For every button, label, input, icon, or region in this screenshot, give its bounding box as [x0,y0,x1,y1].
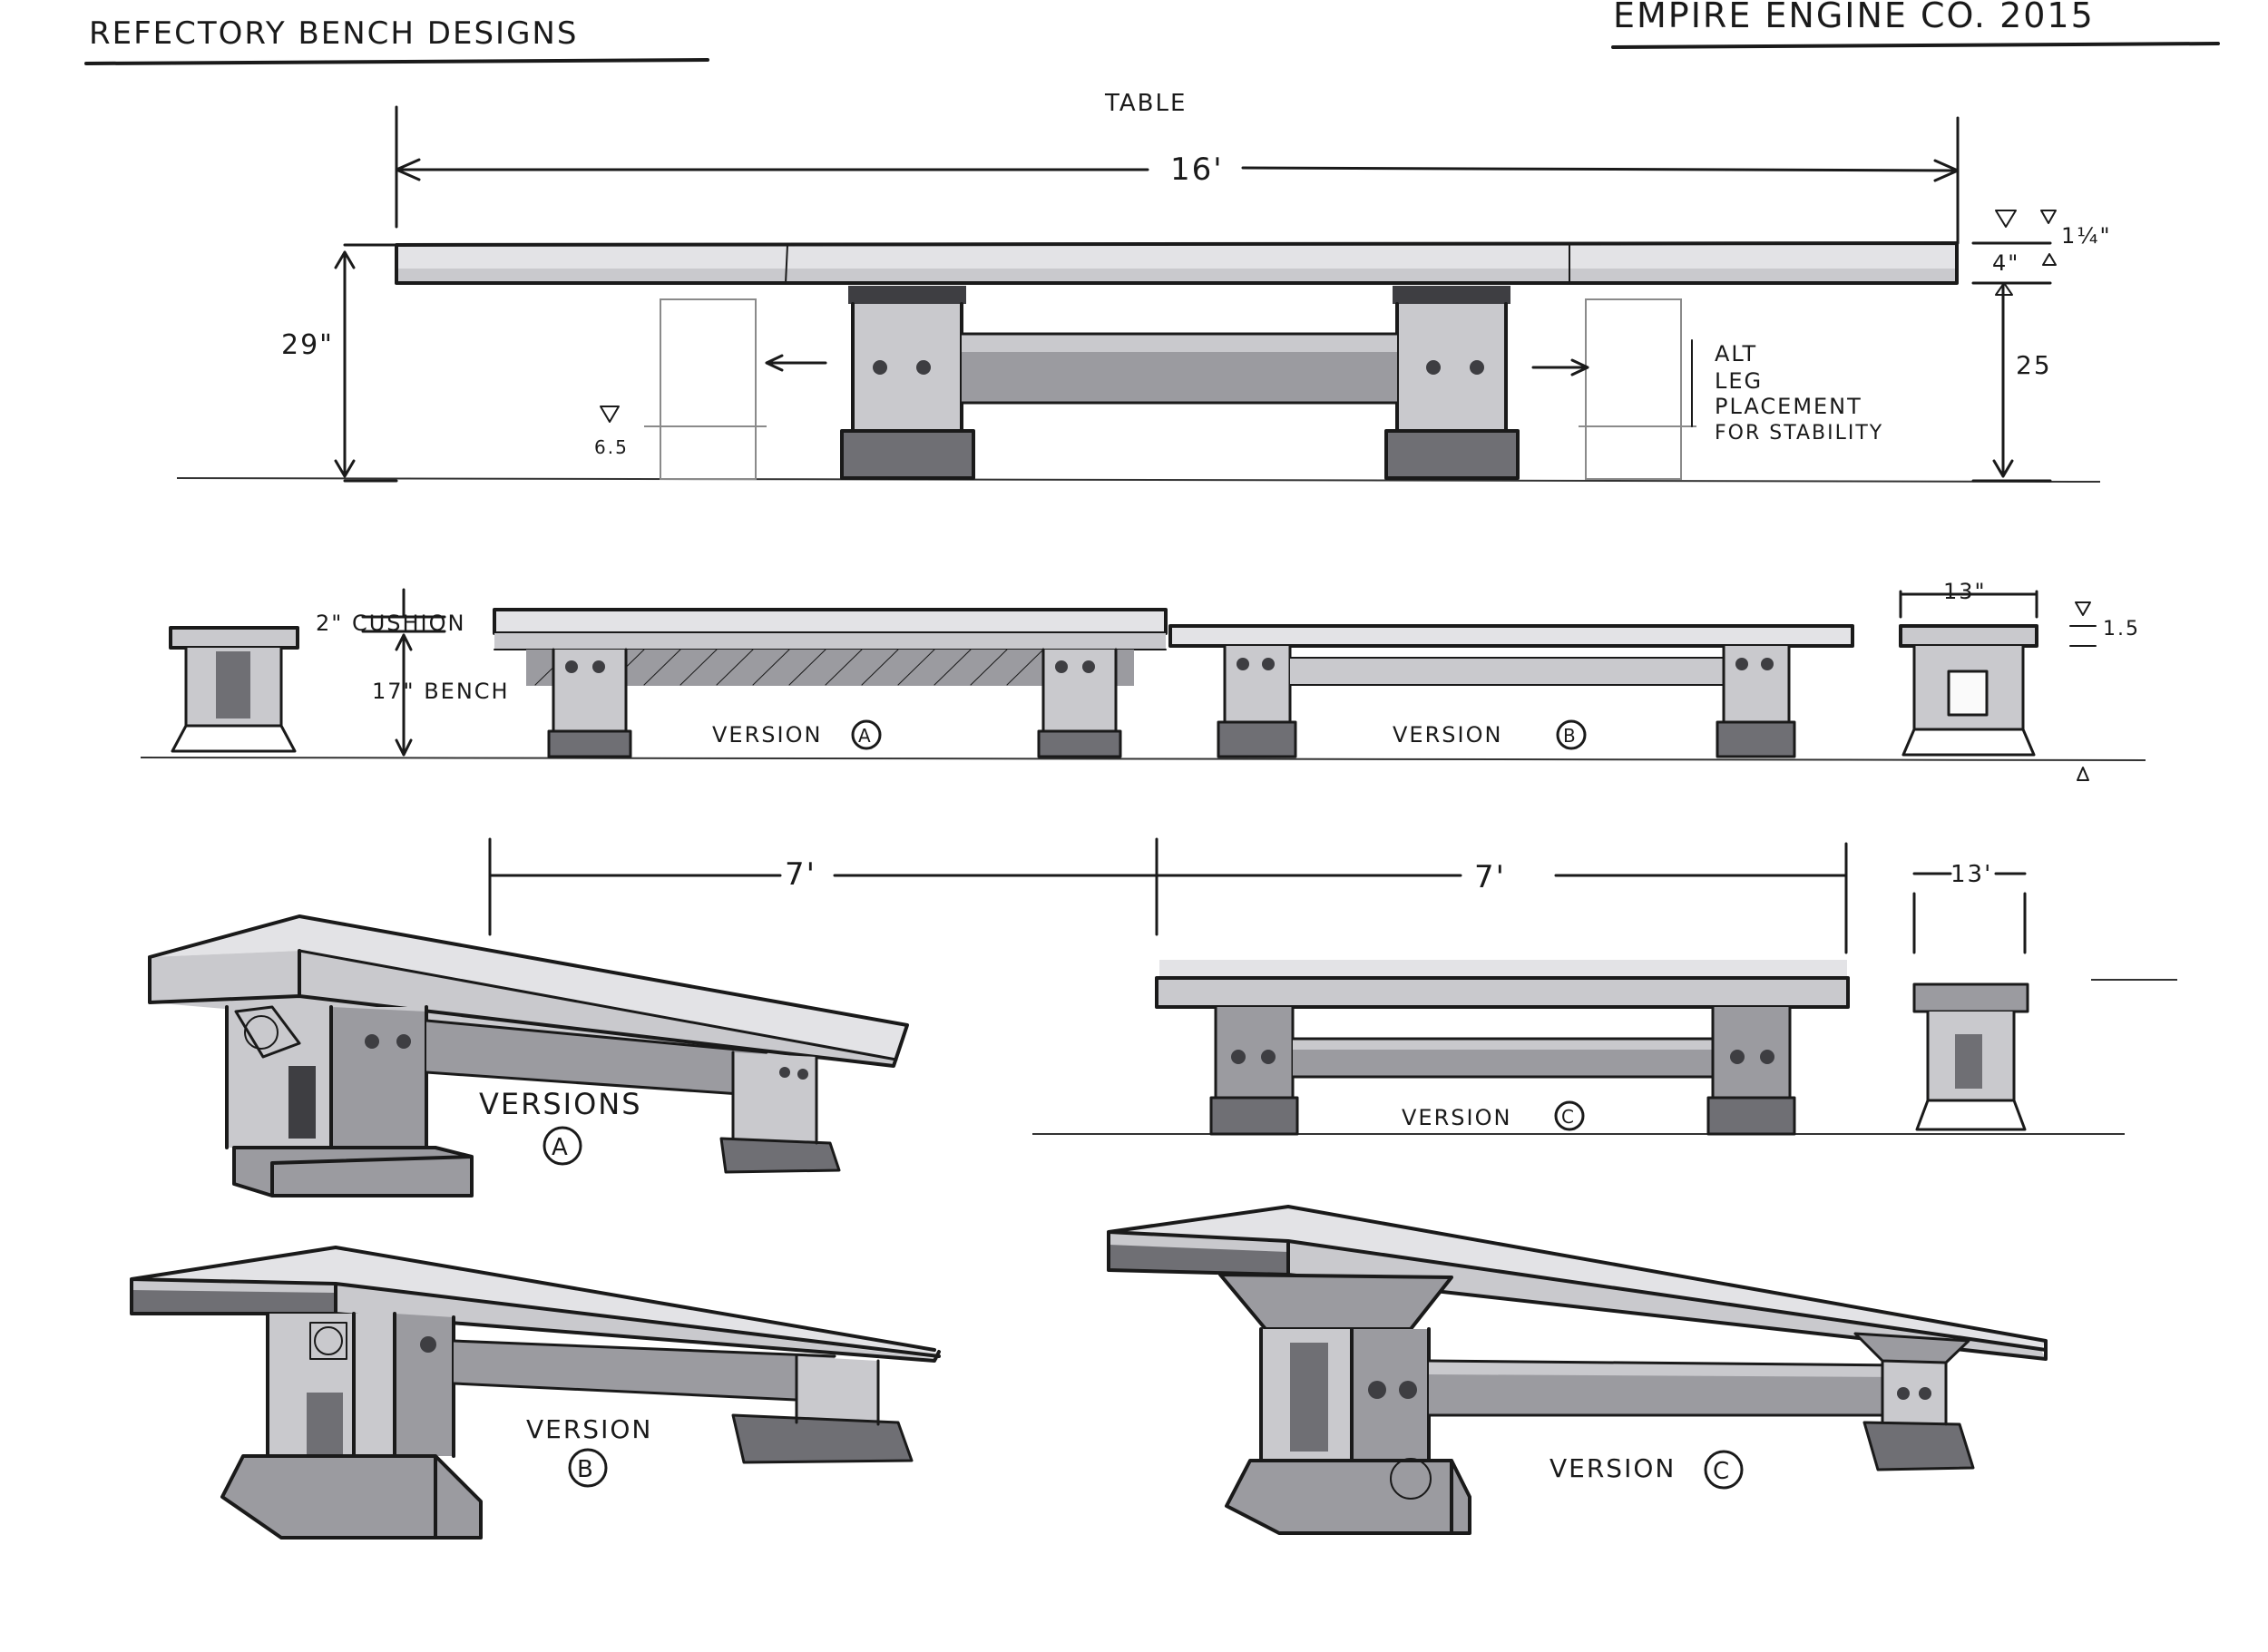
table-alt-leg-left [660,298,757,480]
version-b-elev-label: VERSION [1393,722,1502,748]
table-leg-height: 25 [2016,350,2052,380]
table-top-thickness: 4" [1992,250,2019,276]
company-name: EMPIRE ENGINE CO. 2015 [1613,0,2095,35]
persp-b-label: VERSION [526,1414,652,1444]
end-width-dim: 13" [1943,579,1987,604]
version-b-elev-mark: B [1563,725,1578,747]
version-c-elevation: VERSION C [1032,960,2177,1136]
sheet-title: REFECTORY BENCH DESIGNS [89,15,578,52]
bench-height-dim: 17" BENCH [372,679,510,704]
table-length-dim: 16' [1170,152,1224,188]
version-b-stretcher [1290,658,1724,685]
end-offset-dim: 1.5 [2103,618,2140,640]
bench-end-view-right [1899,624,2038,757]
alt-note-line-4: FOR STABILITY [1715,422,1883,445]
persp-c-label: VERSION [1549,1453,1676,1483]
table-top-note: 1¼" [2061,223,2112,249]
alt-note-line-3: PLACEMENT [1715,394,1862,419]
sheet-header: REFECTORY BENCH DESIGNS EMPIRE ENGINE CO… [84,0,2220,65]
perspective-version-a: VERSIONS A [148,914,909,1197]
bench-elevation-b [1168,624,1854,758]
persp-b-mark: B [577,1456,595,1483]
bench-elevation-a [493,608,1168,758]
table-alt-leg-right [1585,298,1682,480]
persp-c-mark: C [1713,1458,1731,1485]
end-width-c-dim: 13' [1950,861,1992,888]
persp-a-label: VERSIONS [479,1087,642,1121]
persp-a-mark: A [552,1134,570,1161]
length-b-dim: 7' [1474,859,1506,895]
table-label: TABLE [1104,90,1187,117]
table-elevation: TABLE 16' [176,90,2112,483]
foot-height-dim: 6.5 [594,436,629,458]
bench-elevations: 2" CUSHION 17" BENCH VERSION A [140,579,2146,954]
alt-note-line-1: ALT [1715,341,1757,367]
table-leg-left [853,304,962,431]
perspective-version-b: VERSION B [130,1246,941,1540]
version-c-elev-label: VERSION [1402,1105,1511,1130]
alt-note-line-2: LEG [1715,368,1763,394]
perspective-version-c: VERSION C [1107,1205,2048,1535]
version-a-elev-mark: A [858,725,873,747]
table-leg-right [1397,304,1506,431]
table-height-dim: 29" [281,329,334,361]
version-c-elev-mark: C [1561,1106,1576,1128]
version-a-elev-label: VERSION [712,722,822,748]
bench-end-view-left [169,626,299,753]
length-a-dim: 7' [785,856,816,893]
